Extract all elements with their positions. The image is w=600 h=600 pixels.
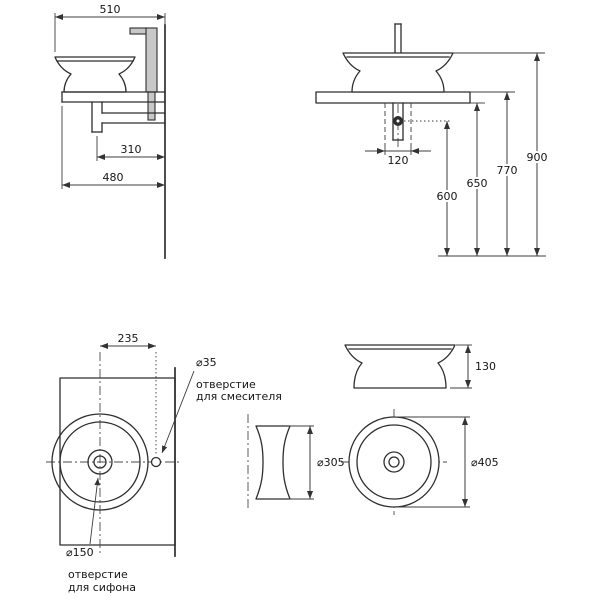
dimension-405: ⌀405 (394, 416, 499, 508)
dim-650-label: 650 (467, 177, 488, 190)
dimension-310: 310 (96, 136, 165, 161)
plan-view: 235 ⌀35 отверстие для смесителя ⌀150 отв… (46, 332, 282, 594)
basin-top-view (341, 409, 447, 515)
dim-405-label: ⌀405 (471, 456, 499, 469)
faucet-side (129, 27, 158, 121)
dim-770-label: 770 (497, 164, 518, 177)
mixer-hole-callout: ⌀35 отверстие для смесителя (161, 356, 282, 454)
drain-front (384, 102, 450, 150)
front-view: 120 600 650 770 900 (315, 23, 550, 257)
dimension-510: 510 (54, 3, 166, 52)
faucet-front (394, 23, 402, 54)
mixer-dia-label: ⌀35 (196, 356, 217, 369)
dimension-480: 480 (61, 106, 165, 189)
side-view: 510 310 480 (54, 3, 166, 259)
dimension-305: ⌀305 (288, 425, 345, 500)
dimension-235: 235 (100, 332, 157, 455)
height-reference-lines (438, 52, 546, 257)
dimension-900: 900 (525, 53, 550, 256)
mixer-hole (150, 456, 162, 468)
vessel-basin-side (54, 56, 136, 93)
dim-305-label: ⌀305 (317, 456, 345, 469)
basin-elevation (344, 344, 456, 389)
siphon-hole-callout: ⌀150 отверстие для сифона (66, 477, 136, 594)
dimension-600: 600 (435, 121, 460, 256)
drain-pipe-side (91, 101, 166, 133)
siphon-note-line1: отверстие (68, 568, 128, 581)
basin-plan-circles (51, 413, 149, 511)
countertop-side (61, 91, 166, 103)
siphon-hole (87, 449, 113, 475)
dim-310-label: 310 (121, 143, 142, 156)
countertop-front (315, 91, 471, 104)
dimension-650: 650 (465, 103, 490, 256)
dimension-130: 130 (450, 344, 496, 389)
dimension-770: 770 (495, 92, 520, 256)
mixer-note-line1: отверстие (196, 378, 256, 391)
dim-900-label: 900 (527, 151, 548, 164)
basin-side-profile (255, 425, 291, 500)
mixer-note-line2: для смесителя (196, 390, 282, 403)
dim-130-label: 130 (475, 360, 496, 373)
basin-detail-views: 130 ⌀305 ⌀405 (247, 344, 499, 515)
dim-510-label: 510 (100, 3, 121, 16)
siphon-dia-label: ⌀150 (66, 546, 94, 559)
siphon-note-line2: для сифона (68, 581, 136, 594)
dim-235-label: 235 (118, 332, 139, 345)
dim-480-label: 480 (103, 171, 124, 184)
dimension-120: 120 (365, 147, 431, 167)
vessel-basin-front (342, 52, 454, 93)
dim-600-label: 600 (437, 190, 458, 203)
dim-120-label: 120 (388, 154, 409, 167)
